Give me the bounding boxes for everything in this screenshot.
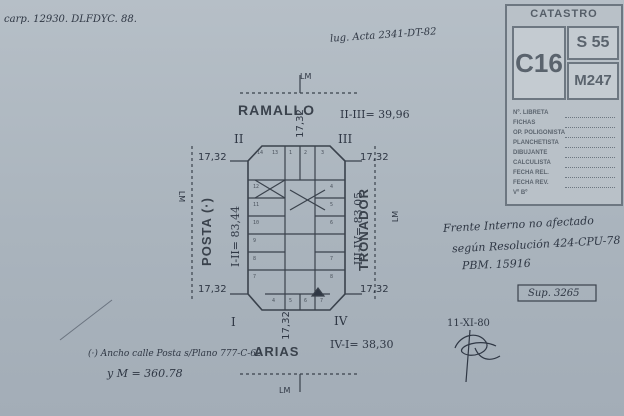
catastro-row-line [565,137,615,138]
note-pbm: PBM. 15916 [461,256,531,273]
catastro-circunscripcion: C16 [512,26,566,100]
lot-number: 2 [304,150,308,156]
lot-number: 6 [330,220,334,226]
catastro-manzana: M247 [567,62,619,100]
lm-right-label: LM [391,210,401,223]
catastro-row: PLANCHETISTA [513,140,559,146]
vertex-iii: III [338,132,353,146]
vertex-ii: II [234,132,244,146]
lot-number: 11 [253,202,260,208]
catastro-stamp: CATASTRO C16 S 55 M247 Nº. LIBRETA FICHA… [505,4,623,206]
lm-top-label: LM [300,72,312,81]
diagonal-pencil-line [59,299,113,341]
catastro-row-line [565,187,615,188]
cross-mark [289,189,326,211]
lm-left-label: LM [177,190,187,203]
catastro-row: DIBUJANTE [513,150,548,156]
cross-mark [254,179,286,199]
chamfer-se: 17,32 [360,284,389,295]
lot-number: 9 [253,238,257,244]
lot-number: 4 [330,184,334,190]
catastro-row: CALCULISTA [513,160,551,166]
catastro-row-line [565,117,615,118]
catastro-row: OP. POLIGONISTA [513,130,566,136]
vertex-iv: IV [334,314,348,328]
catastro-row-line [565,157,615,158]
lot-number: 10 [253,220,260,226]
south-side-measure: IV-I= 38,30 [330,338,394,351]
lot-number: 13 [272,150,279,156]
street-north-ramallo: RAMALLO [238,102,315,118]
north-side-measure: II-III= 39,96 [340,108,410,121]
lot-number: 5 [330,202,334,208]
street-south-arias: ARIAS [254,344,300,359]
block-outline [247,145,346,311]
lot-number: 1 [289,150,293,156]
street-west-posta: POSTA (·) [198,197,214,266]
catastro-title: CATASTRO [530,8,598,20]
arrow-marker [310,287,326,297]
date-label: 11-XI-80 [447,318,490,329]
chamfer-nw: 17,32 [198,152,227,163]
sup-box [517,284,597,302]
lot-number: 4 [272,298,276,304]
catastro-row: FICHAS [513,120,536,126]
chamfer-ne: 17,32 [360,152,389,163]
catastro-row: Nº. LIBRETA [513,110,549,116]
catastro-row-line [565,127,615,128]
lot-number: 3 [321,150,325,156]
catastro-row-line [565,177,615,178]
lm-bottom-label: LM [279,386,291,395]
vertex-i: I [231,315,236,329]
lot-number: 7 [330,256,334,262]
surface-label: Sup. 3265 [528,288,580,299]
catastro-row: FECHA REV. [513,180,549,186]
catastro-row-line [565,147,615,148]
footnote-m-value: y M = 360.78 [107,367,183,380]
lot-number: 5 [289,298,293,304]
signature [454,329,501,383]
lot-number: 12 [253,184,260,190]
lot-number: 7 [320,298,324,304]
catastro-row-line [565,167,615,168]
lot-number: 8 [330,274,334,280]
lot-number: 7 [253,274,257,280]
catastro-row: Vº Bº [513,190,528,196]
west-side-measure: I-II= 83,44 [228,206,242,267]
street-east-tronador: TRONADOR [356,187,372,272]
footnote-ancho-calle: (·) Ancho calle Posta s/Plano 777-C-62 [88,349,262,359]
lot-number: 14 [257,150,264,156]
lot-number: 8 [253,256,257,262]
lot-number: 6 [304,298,308,304]
catastro-row: FECHA REL. [513,170,549,176]
carp-reference: carp. 12930. DLFDYC. 88. [4,14,137,25]
catastro-seccion: S 55 [567,26,619,60]
chamfer-sw: 17,32 [198,284,227,295]
bottom-center-dimension: 17,32 [280,311,292,340]
